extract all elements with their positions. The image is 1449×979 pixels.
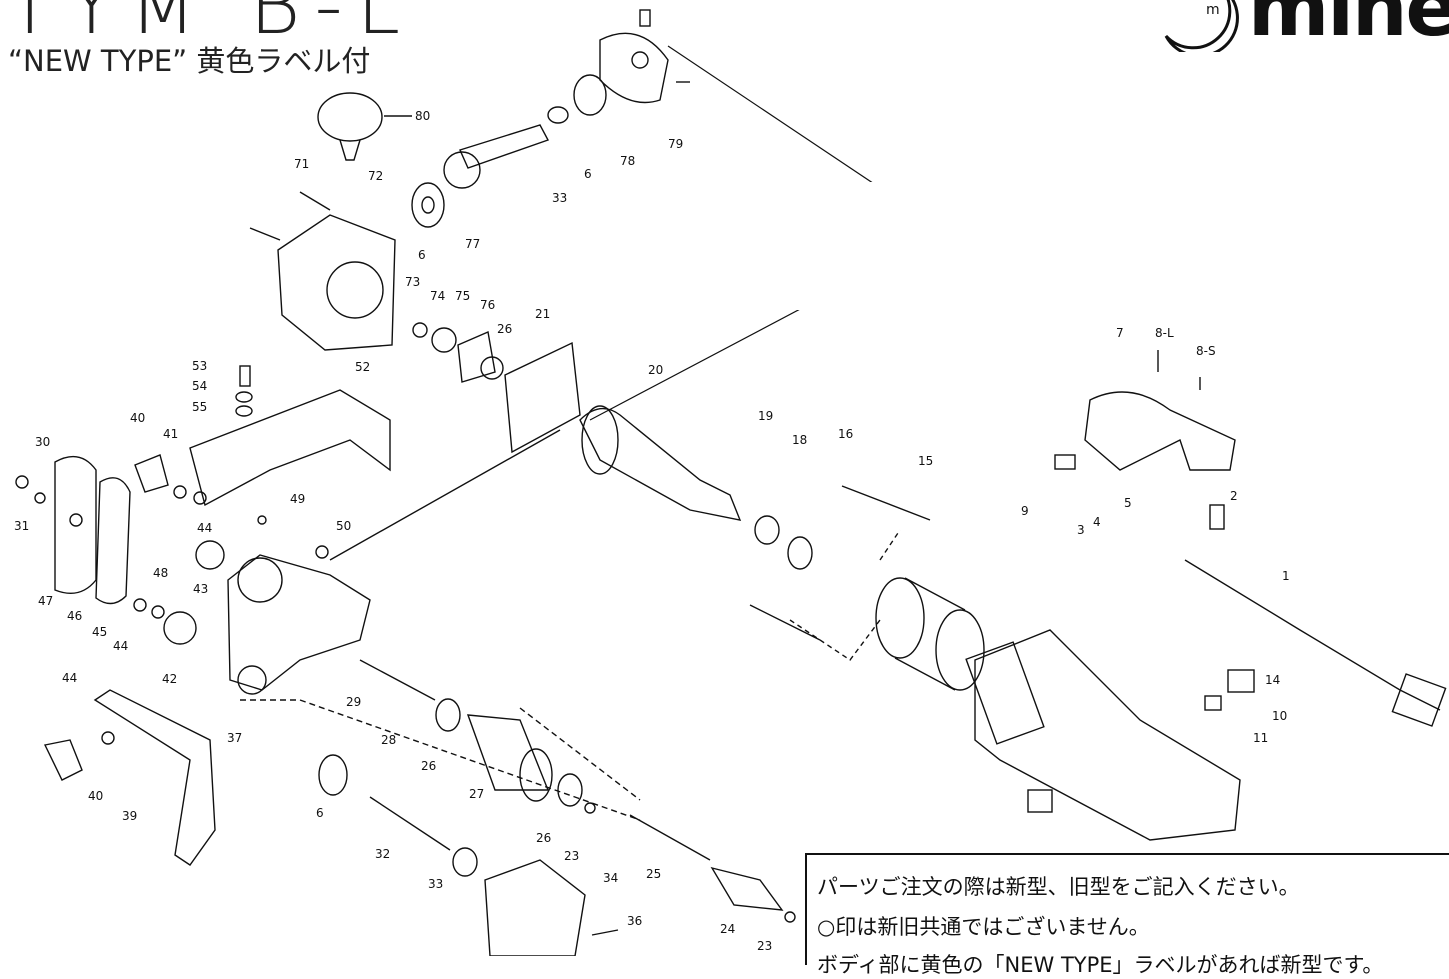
- part-label: 34: [603, 871, 618, 885]
- part-label: 8-S: [1196, 344, 1216, 358]
- part-label: 41: [163, 427, 178, 441]
- part-label: 26: [421, 759, 436, 773]
- part-label: 6: [316, 806, 324, 820]
- exploded-parts-diagram: 80 71 72 6 77 33 6 78 79 73 74 75 76 26 …: [14, 9, 1447, 956]
- part-label: 42: [162, 672, 177, 686]
- moon-m-icon: m: [1164, 0, 1239, 58]
- part-label: 19: [758, 409, 773, 423]
- svg-text:m: m: [1206, 2, 1220, 18]
- part-label: 5: [1124, 496, 1132, 510]
- part-label: 25: [646, 867, 661, 881]
- part-label: 78: [620, 154, 635, 168]
- part-label: 45: [92, 625, 107, 639]
- part-label: 48: [153, 566, 168, 580]
- part-label: 26: [536, 831, 551, 845]
- part-label: 71: [294, 157, 309, 171]
- part-label: 26: [497, 322, 512, 336]
- part-label: 33: [552, 191, 567, 205]
- part-label: 18: [792, 433, 807, 447]
- part-label: 44: [113, 639, 128, 653]
- part-label: 8-L: [1155, 326, 1174, 340]
- part-label: 44: [62, 671, 77, 685]
- part-label: 47: [38, 594, 53, 608]
- part-label: 44: [197, 521, 212, 535]
- note-line: ボディ部に黄色の「NEW TYPE」ラベルがあれば新型です。: [817, 953, 1384, 977]
- part-label: 29: [346, 695, 361, 709]
- model-title: TYM B-L: [6, 0, 415, 52]
- blank-area: [778, 182, 964, 310]
- part-label: 6: [418, 248, 426, 262]
- logo-wordmark: mine: [1248, 0, 1449, 54]
- part-label: 55: [192, 400, 207, 414]
- part-label: 36: [627, 914, 642, 928]
- part-label: 39: [122, 809, 137, 823]
- part-label: 40: [88, 789, 103, 803]
- part-label: 79: [668, 137, 683, 151]
- part-label: 6: [584, 167, 592, 181]
- part-label: 3: [1077, 523, 1085, 537]
- part-label: 14: [1265, 673, 1280, 687]
- part-label: 4: [1093, 515, 1101, 529]
- part-label: 76: [480, 298, 495, 312]
- part-label: 23: [757, 939, 772, 953]
- part-label: 30: [35, 435, 50, 449]
- part-label: 50: [336, 519, 351, 533]
- part-label: 43: [193, 582, 208, 596]
- part-label: 2: [1230, 489, 1238, 503]
- part-label: 28: [381, 733, 396, 747]
- part-label: 1: [1282, 569, 1290, 583]
- part-label: 7: [1116, 326, 1124, 340]
- part-label: 11: [1253, 731, 1268, 745]
- part-label: 75: [455, 289, 470, 303]
- part-label: 10: [1272, 709, 1287, 723]
- note-line: パーツご注文の際は新型、旧型をご記入ください。: [817, 875, 1300, 899]
- brand-logo: m mine: [1160, 0, 1449, 58]
- part-label: 24: [720, 922, 735, 936]
- part-label: 54: [192, 379, 207, 393]
- part-label: 9: [1021, 504, 1029, 518]
- part-label: 16: [838, 427, 853, 441]
- part-label: 37: [227, 731, 242, 745]
- note-line: ○印は新旧共通ではございません。: [817, 915, 1150, 939]
- page-subtitle: “NEW TYPE” 黄色ラベル付: [8, 44, 371, 78]
- part-label: 32: [375, 847, 390, 861]
- part-label: 77: [465, 237, 480, 251]
- part-label: 73: [405, 275, 420, 289]
- part-label: 49: [290, 492, 305, 506]
- part-label: 15: [918, 454, 933, 468]
- ordering-notes-box: パーツご注文の際は新型、旧型をご記入ください。 ○印は新旧共通ではございません。…: [805, 853, 1449, 977]
- part-label: 20: [648, 363, 663, 377]
- part-label: 46: [67, 609, 82, 623]
- part-label: 33: [428, 877, 443, 891]
- part-label: 40: [130, 411, 145, 425]
- part-label: 72: [368, 169, 383, 183]
- part-label: 21: [535, 307, 550, 321]
- part-label: 27: [469, 787, 484, 801]
- part-label: 23: [564, 849, 579, 863]
- part-label: 52: [355, 360, 370, 374]
- part-label: 80: [415, 109, 430, 123]
- part-label: 74: [430, 289, 445, 303]
- part-label: 53: [192, 359, 207, 373]
- part-label: 31: [14, 519, 29, 533]
